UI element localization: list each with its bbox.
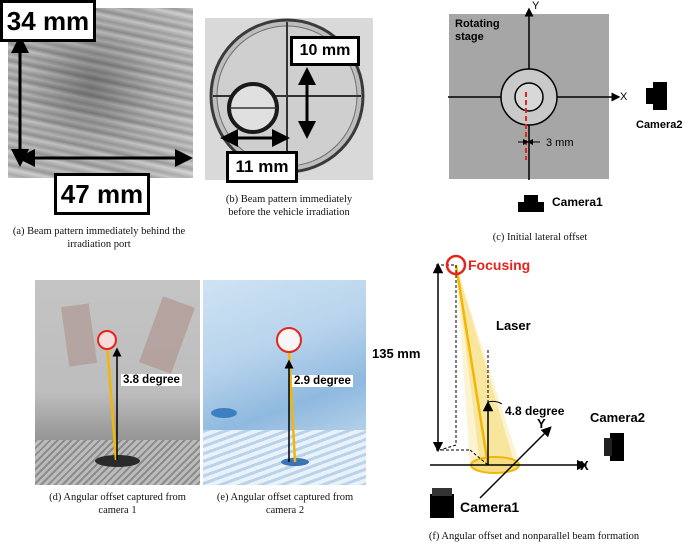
camera2-label-c: Camera2 bbox=[636, 119, 683, 131]
camera2-icon-f bbox=[604, 433, 624, 461]
lateral-offset-diagram bbox=[448, 7, 667, 212]
caption-a: (a) Beam pattern immediately behind the … bbox=[0, 225, 198, 251]
height-label-b: 10 mm bbox=[290, 36, 360, 66]
caption-a-line2: irradiation port bbox=[67, 239, 131, 250]
angle-overlay-d bbox=[97, 330, 122, 461]
caption-d-line1: (d) Angular offset captured from bbox=[49, 492, 186, 503]
angle-label-d: 3.8 degree bbox=[121, 374, 182, 386]
caption-e-line2: camera 2 bbox=[265, 505, 305, 516]
camera1-label-c: Camera1 bbox=[552, 195, 603, 209]
focusing-label: Focusing bbox=[468, 257, 531, 273]
y-axis-label-c: Y bbox=[532, 0, 540, 12]
laser-line bbox=[454, 264, 490, 466]
focus-marker-d bbox=[97, 330, 117, 350]
stage-label-line2: stage bbox=[455, 31, 484, 43]
width-label-a: 47 mm bbox=[54, 173, 150, 215]
caption-d-line2: camera 1 bbox=[98, 505, 137, 516]
dimension-arrows-a bbox=[11, 35, 193, 167]
camera1-icon-f bbox=[430, 488, 454, 518]
caption-f: (f) Angular offset and nonparallel beam … bbox=[428, 531, 640, 542]
x-axis-label-f: X bbox=[580, 458, 589, 473]
caption-e-line1: (e) Angular offset captured from bbox=[216, 492, 354, 503]
focus-marker-e bbox=[276, 327, 302, 353]
caption-b-line2: before the vehicle irradiation bbox=[228, 207, 350, 218]
laser-rod-d bbox=[105, 341, 118, 461]
caption-b: (b) Beam pattern immediately before the … bbox=[200, 193, 378, 219]
y-axis-f bbox=[479, 426, 552, 499]
rotating-stage-label: Rotating stage bbox=[455, 18, 500, 44]
caption-c: (c) Initial lateral offset bbox=[492, 232, 588, 243]
caption-d: (d) Angular offset captured from camera … bbox=[20, 491, 215, 517]
laser-rod-e bbox=[287, 351, 297, 463]
angle-label-f: 4.8 degree bbox=[505, 404, 565, 418]
focusing-marker bbox=[445, 254, 467, 276]
caption-a-line1: (a) Beam pattern immediately behind the bbox=[12, 226, 186, 237]
laser-label: Laser bbox=[496, 318, 531, 333]
height-label-a: 34 mm bbox=[0, 0, 96, 42]
angle-label-e: 2.9 degree bbox=[292, 375, 353, 387]
height-label-f: 135 mm bbox=[372, 346, 421, 361]
caption-e: (e) Angular offset captured from camera … bbox=[190, 491, 380, 517]
width-label-b: 11 mm bbox=[226, 151, 298, 183]
x-axis-label-c: X bbox=[620, 91, 628, 103]
camera2-label-f: Camera2 bbox=[590, 410, 645, 425]
caption-b-line1: (b) Beam pattern immediately bbox=[225, 194, 353, 205]
stage-label-line1: Rotating bbox=[455, 18, 500, 30]
angle-overlay-e bbox=[276, 327, 302, 463]
camera1-label-f: Camera1 bbox=[460, 499, 520, 515]
y-axis-label-f: Y bbox=[537, 416, 546, 431]
offset-label: 3 mm bbox=[546, 137, 574, 149]
camera2-icon bbox=[646, 82, 667, 110]
nonparallel-beam-diagram bbox=[430, 254, 624, 518]
camera1-icon bbox=[518, 195, 544, 212]
